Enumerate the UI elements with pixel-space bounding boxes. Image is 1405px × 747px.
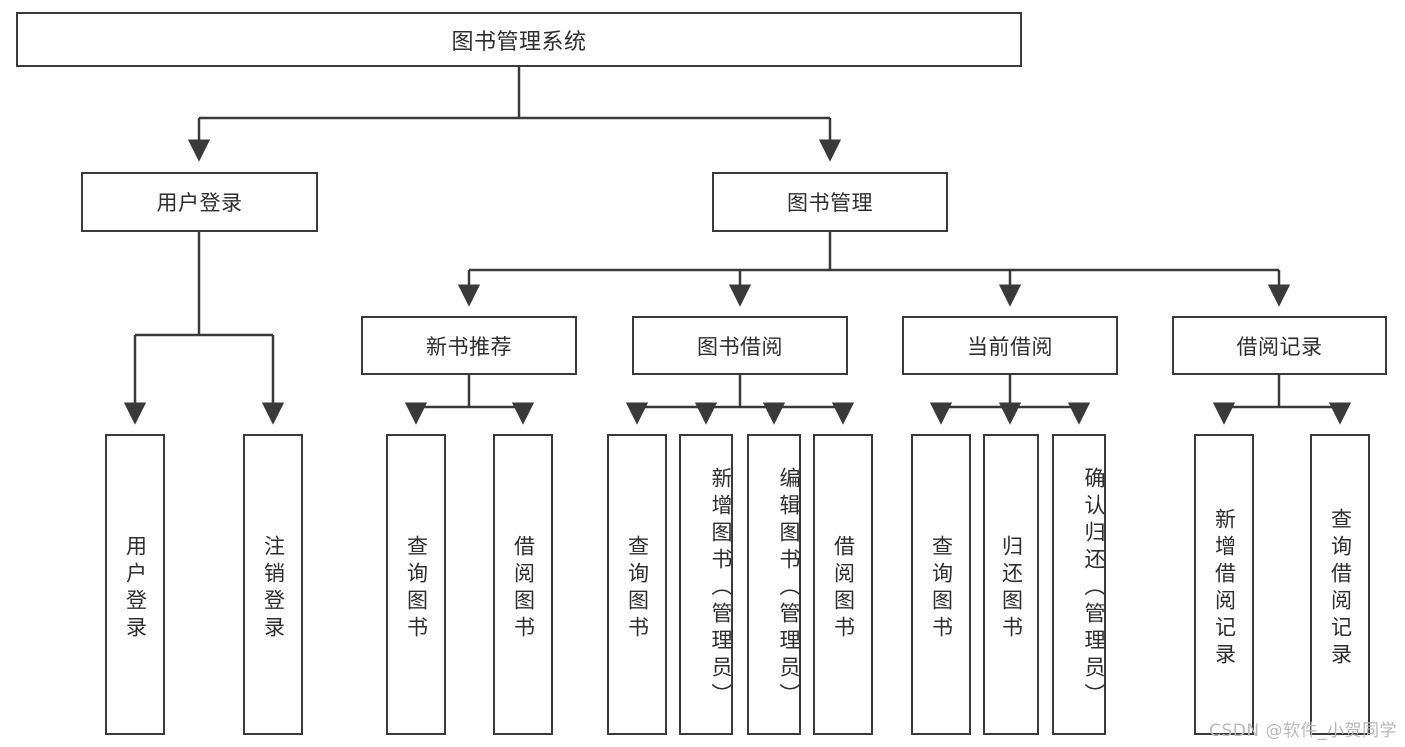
leaf-new-book-query-book[interactable]: 查询图书 — [386, 434, 446, 735]
leaf-new-book-borrow-book[interactable]: 借阅图书 — [493, 434, 553, 735]
leaf-current-borrow-query-book[interactable]: 查询图书 — [911, 434, 971, 735]
node-borrow-record[interactable]: 借阅记录 — [1172, 316, 1387, 375]
node-new-book-recommend[interactable]: 新书推荐 — [361, 316, 577, 375]
leaf-borrow-record-query-record[interactable]: 查询借阅记录 — [1310, 434, 1370, 735]
csdn-watermark: CSDN @软件_小贺同学 — [1209, 721, 1397, 741]
leaf-book-borrow-query-book[interactable]: 查询图书 — [607, 434, 667, 735]
leaf-user-login-logout[interactable]: 注销登录 — [243, 434, 303, 735]
node-user-login[interactable]: 用户登录 — [81, 172, 318, 232]
leaf-current-borrow-return-book[interactable]: 归还图书 — [983, 434, 1039, 735]
leaf-book-borrow-add-book-admin[interactable]: 新增图书（管理员） — [679, 434, 733, 735]
leaf-current-borrow-confirm-return-admin[interactable]: 确认归还（管理员） — [1052, 434, 1106, 735]
leaf-book-borrow-borrow-book[interactable]: 借阅图书 — [813, 434, 873, 735]
node-book-borrow[interactable]: 图书借阅 — [632, 316, 848, 375]
node-root-book-management-system[interactable]: 图书管理系统 — [16, 12, 1022, 67]
leaf-book-borrow-edit-book-admin[interactable]: 编辑图书（管理员） — [747, 434, 801, 735]
leaf-borrow-record-add-record[interactable]: 新增借阅记录 — [1194, 434, 1254, 735]
node-book-management[interactable]: 图书管理 — [712, 172, 948, 232]
leaf-user-login-login[interactable]: 用户登录 — [105, 434, 165, 735]
node-current-borrow[interactable]: 当前借阅 — [902, 316, 1118, 375]
